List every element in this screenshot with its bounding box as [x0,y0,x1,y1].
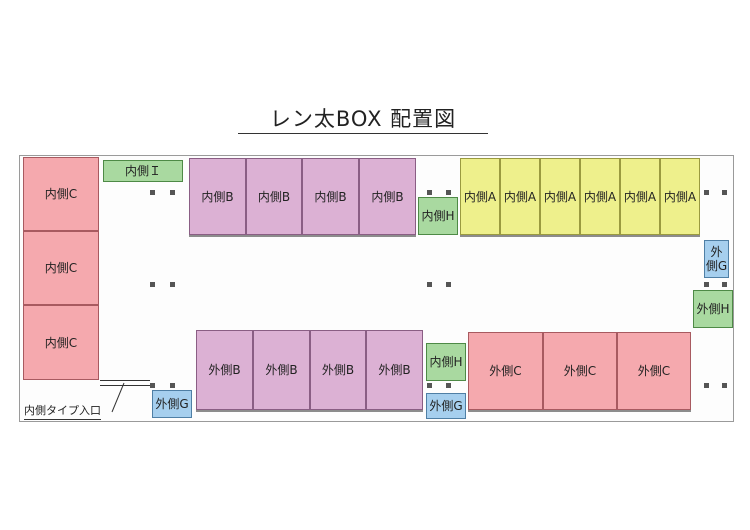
box-outer-h-right[interactable]: 外側H [693,290,733,328]
marker-dot [722,190,727,195]
marker-dot [170,383,175,388]
marker-dot [446,383,451,388]
box-outer-c-2[interactable]: 外側C [543,332,617,410]
box-outer-c-3[interactable]: 外側C [617,332,691,410]
box-inner-c-2[interactable]: 内側C [23,231,99,305]
marker-dot [704,190,709,195]
box-inner-a-1[interactable]: 内側A [460,158,500,235]
marker-dot [170,190,175,195]
box-inner-b-2[interactable]: 内側B [246,158,302,235]
marker-dot [150,383,155,388]
marker-dot [722,282,727,287]
box-outer-c-1[interactable]: 外側C [468,332,543,410]
marker-dot [150,190,155,195]
marker-dot [704,282,709,287]
box-outer-g-left[interactable]: 外側G [152,390,192,418]
marker-dot [427,190,432,195]
title-underline [238,133,488,134]
box-outer-b-1[interactable]: 外側B [196,330,253,410]
box-inner-b-1[interactable]: 内側B [189,158,246,235]
box-inner-b-3[interactable]: 内側B [302,158,359,235]
marker-dot [722,383,727,388]
box-inner-c-1[interactable]: 内側C [23,157,99,231]
entrance-door [100,380,150,386]
box-inner-h-top[interactable]: 内側H [418,197,458,235]
box-inner-a-3[interactable]: 内側A [540,158,580,235]
box-inner-i[interactable]: 内側Ｉ [103,160,183,182]
marker-dot [150,282,155,287]
entrance-pointer-icon [111,382,125,413]
box-outer-b-3[interactable]: 外側B [310,330,366,410]
marker-dot [170,282,175,287]
diagram-title: レン太BOX 配置図 [269,107,457,131]
box-inner-b-4[interactable]: 内側B [359,158,416,235]
marker-dot [427,383,432,388]
marker-dot [446,190,451,195]
box-outer-b-2[interactable]: 外側B [253,330,310,410]
entrance-label: 内側タイプ入口 [24,402,101,420]
box-outer-g-middle[interactable]: 外側G [426,393,466,419]
box-inner-a-6[interactable]: 内側A [660,158,700,235]
box-outer-b-4[interactable]: 外側B [366,330,423,410]
box-inner-c-3[interactable]: 内側C [23,305,99,380]
marker-dot [446,282,451,287]
box-inner-a-4[interactable]: 内側A [580,158,620,235]
box-inner-a-2[interactable]: 内側A [500,158,540,235]
box-inner-a-5[interactable]: 内側A [620,158,660,235]
box-inner-h-bottom[interactable]: 内側H [426,343,466,381]
marker-dot [704,383,709,388]
marker-dot [427,282,432,287]
box-outer-g-right[interactable]: 外側G [704,240,729,278]
